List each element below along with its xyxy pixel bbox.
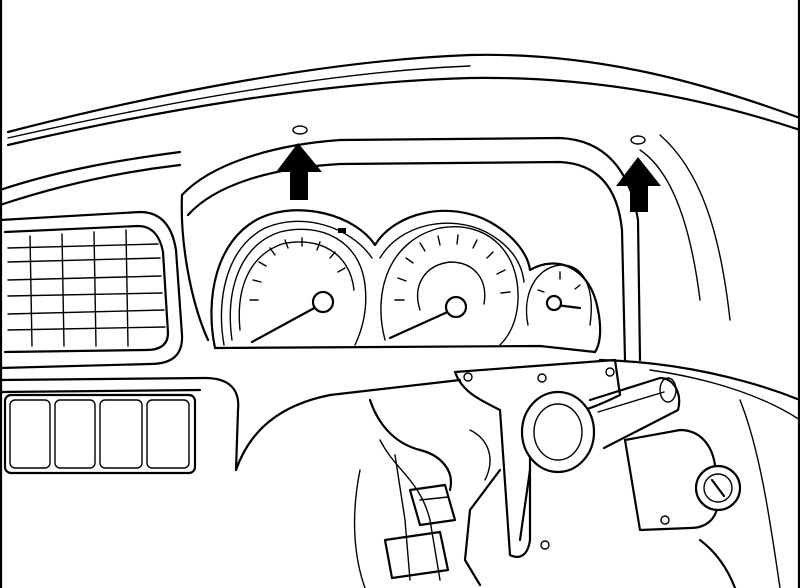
switch-3 [99, 399, 143, 469]
switch-4 [146, 399, 190, 469]
left-screw-arrow [276, 143, 322, 200]
steering-column [463, 376, 681, 587]
tachometer [380, 226, 519, 346]
temperature-gauge [525, 264, 592, 326]
tachometer-hub [444, 295, 468, 319]
instrument-cluster-hood [180, 134, 731, 362]
tachometer-ticks [394, 234, 511, 301]
bracket-bolt-5 [540, 540, 550, 550]
bracket-bolt-1 [463, 372, 473, 382]
bracket-bolt-4 [660, 515, 670, 525]
tachometer-needle [388, 308, 454, 340]
switch-1 [9, 399, 51, 469]
right-screw-arrow [616, 157, 661, 212]
speedometer-ticks [249, 237, 346, 301]
indicator-lamp [338, 228, 346, 233]
switch-panel [3, 393, 197, 475]
ignition-lock [623, 428, 742, 532]
bracket-bolt-2 [537, 373, 547, 383]
wiring-harness [353, 398, 781, 588]
air-vent [0, 210, 184, 370]
lower-dash-panel [0, 358, 800, 472]
column-bracket [453, 358, 670, 558]
speedometer [229, 228, 367, 346]
switch-2 [54, 399, 96, 469]
gauge-bezel [210, 209, 602, 354]
dashboard-top [0, 53, 800, 207]
right-screw-hole [630, 135, 646, 145]
vent-louvres [7, 229, 166, 347]
temperature-hub [545, 294, 563, 312]
speedometer-hub [311, 290, 335, 314]
speedometer-needle [250, 304, 320, 344]
bracket-bolt-3 [605, 367, 615, 377]
left-screw-hole [292, 125, 308, 135]
